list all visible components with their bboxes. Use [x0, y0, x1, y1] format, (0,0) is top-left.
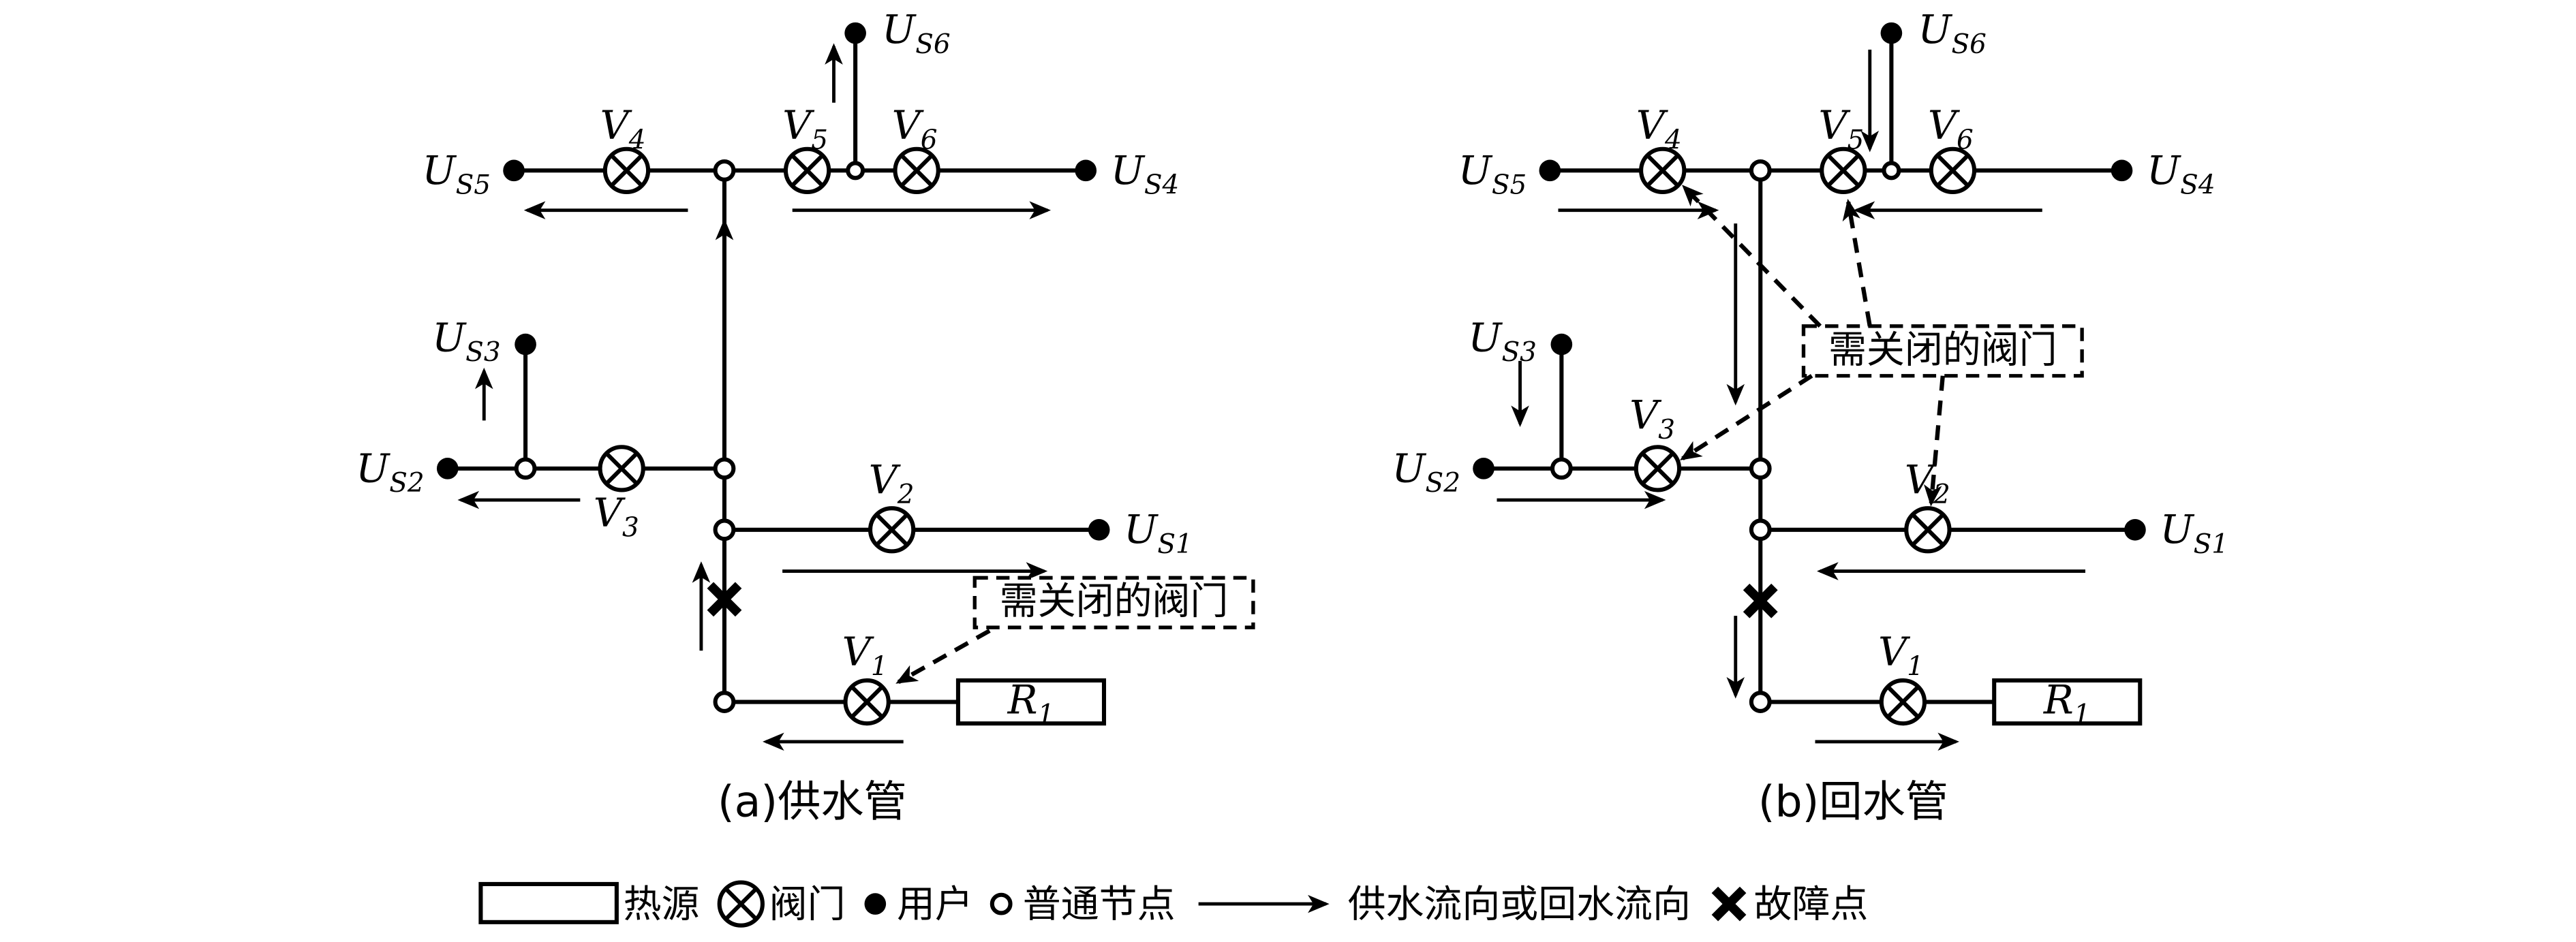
valve-a-v3: [600, 447, 643, 490]
closed-valve-arrow-b-v2: [1923, 375, 1945, 507]
node-b-us6-junction: [1882, 161, 1901, 180]
closed-valve-arrow-b-v4: [1682, 185, 1822, 328]
heat-source-b-box: [1992, 678, 2143, 726]
label-b-v5: V5: [1818, 102, 1864, 156]
user-a-us2-dot: [436, 458, 459, 480]
closed-valve-box-b: [1801, 324, 2084, 378]
user-a-us5-dot: [503, 159, 525, 182]
label-b-us2: US2: [1392, 445, 1460, 499]
heat-source-b-label: R1: [2043, 677, 2091, 731]
label-a-v4: V4: [600, 102, 646, 156]
legend-user-icon: [864, 893, 887, 915]
user-b-us2-dot: [1473, 458, 1494, 480]
valve-b-v1: [1882, 680, 1925, 723]
node-a-us6-junction: [846, 161, 865, 180]
user-b-us5-dot: [1539, 159, 1561, 182]
heat-source-a-box: [955, 678, 1107, 726]
user-a-us1-dot: [1088, 518, 1110, 541]
user-b-us6-dot: [1880, 22, 1903, 44]
node-b-v2-junction: [1749, 518, 1772, 541]
label-b-us4: US4: [2147, 147, 2215, 201]
label-b-us5: US5: [1458, 147, 1527, 201]
label-a-us3: US3: [432, 314, 501, 368]
user-b-us4-dot: [2111, 159, 2133, 182]
node-a-top-junction: [713, 159, 736, 182]
label-a-v6: V6: [892, 102, 938, 156]
node-a-v3-junction: [713, 457, 736, 480]
label-a-us5: US5: [422, 147, 491, 201]
node-a-us3-junction: [514, 457, 537, 480]
label-b-us3: US3: [1468, 314, 1537, 368]
closed-valve-arrow-a-v1: [895, 629, 991, 685]
legend-fault-icon: [1715, 890, 1743, 917]
node-a-bottom-junction: [713, 691, 736, 713]
closed-valve-box-b-label: 需关闭的阀门: [1828, 328, 2057, 372]
node-b-bottom-junction: [1749, 691, 1772, 713]
caption-b: (b)回水管: [1758, 776, 1948, 826]
valve-b-v3: [1636, 447, 1679, 490]
node-b-top-junction: [1749, 159, 1772, 182]
label-b-v2: V2: [1905, 456, 1950, 510]
heat-source-a-label: R1: [1007, 677, 1055, 731]
user-a-us6-dot: [844, 22, 866, 44]
label-a-us1: US1: [1124, 506, 1193, 560]
node-a-v2-junction: [713, 518, 736, 541]
user-a-us4-dot: [1075, 159, 1097, 182]
legend-heat-source-label: 热源: [624, 883, 700, 927]
label-b-v6: V6: [1928, 102, 1974, 156]
valve-b-v2: [1906, 508, 1949, 551]
user-a-us3-dot: [515, 333, 536, 356]
label-a-us2: US2: [356, 445, 425, 499]
legend-fault-label: 故障点: [1754, 883, 1869, 927]
caption-a: (a)供水管: [718, 776, 907, 826]
closed-valve-box-a-label: 需关闭的阀门: [1000, 580, 1229, 624]
label-b-v1: V1: [1878, 629, 1924, 682]
legend-heat-source-icon: [478, 881, 619, 924]
label-b-v3: V3: [1629, 392, 1675, 446]
legend-valve-label: 阀门: [769, 883, 846, 927]
user-b-us3-dot: [1550, 333, 1573, 356]
closed-valve-arrow-b-v3: [1679, 374, 1813, 460]
label-a-v3: V3: [594, 490, 639, 544]
legend-node-label: 普通节点: [1023, 883, 1176, 927]
legend: 热源 阀门 用户 普通节点 供水流向或回水流向 故障点: [478, 881, 1869, 927]
closed-valve-arrow-b-v5: [1842, 198, 1872, 327]
valve-a-v1: [846, 680, 889, 723]
legend-user-label: 用户: [897, 883, 973, 927]
label-b-us1: US1: [2160, 506, 2228, 560]
label-b-us6: US6: [1918, 6, 1987, 60]
node-b-v3-junction: [1749, 457, 1772, 480]
label-a-v5: V5: [782, 102, 828, 156]
legend-flow-label: 供水流向或回水流向: [1348, 883, 1691, 927]
valve-a-v2: [870, 508, 913, 551]
user-b-us1-dot: [2124, 518, 2146, 541]
label-a-v1: V1: [842, 629, 888, 682]
diagram-a-supply: R1 US5 US4 US6 US2 US3 US1 V4 V5 V6 V3 V…: [356, 6, 1255, 826]
node-b-us3-junction: [1550, 457, 1573, 480]
label-a-v2: V2: [869, 456, 915, 510]
label-a-us6: US6: [882, 6, 951, 60]
diagram-b-return: R1 US5 US4 US6 US2 US3 US1 V4 V5 V6 V3 V…: [1392, 6, 2228, 826]
label-a-us4: US4: [1111, 147, 1180, 201]
legend-valve-icon: [720, 882, 763, 925]
closed-valve-box-a: [972, 576, 1255, 629]
label-b-v4: V4: [1636, 102, 1682, 156]
legend-node-icon: [990, 892, 1013, 915]
